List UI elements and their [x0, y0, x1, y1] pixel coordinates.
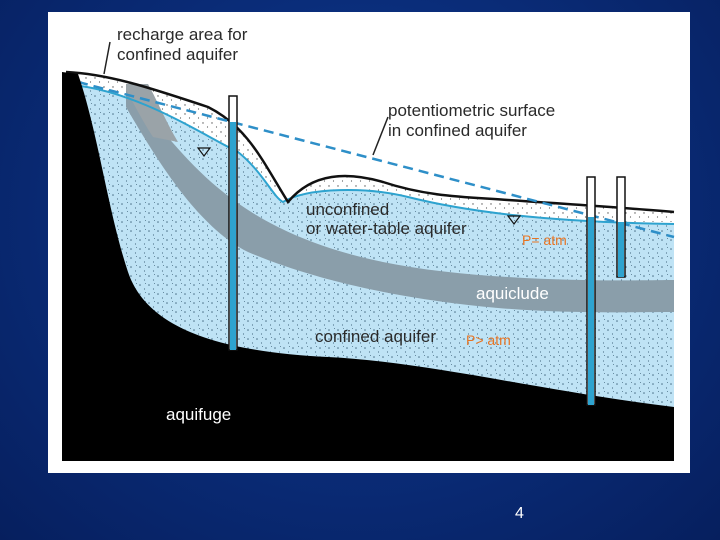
recharge-label-line1: recharge area for: [117, 25, 248, 44]
recharge-leader: [103, 41, 111, 75]
aquifuge-label: aquifuge: [166, 405, 231, 424]
water-level-marker-left: [196, 147, 212, 157]
aquiclude-band: [126, 90, 674, 313]
p-greater-atm-label: P> atm: [466, 332, 511, 348]
potentiometric-label-line2: in confined aquifer: [388, 121, 527, 140]
potentiometric-surface-line: [77, 80, 675, 239]
aquifuge-bedrock: [62, 72, 674, 461]
well-right-water: [588, 217, 594, 405]
aquiclude-label: aquiclude: [476, 284, 549, 303]
p-equal-atm-label: P= atm: [522, 232, 567, 248]
confined-aquifer-label: confined aquifer: [315, 327, 436, 346]
potentiometric-label-line1: potentiometric surface: [388, 101, 555, 120]
water-level-marker-right: [506, 215, 522, 225]
unconfined-label-line2: or water-table aquifer: [306, 219, 467, 238]
aquifer-texture: [66, 85, 674, 412]
page-number: 4: [515, 505, 524, 522]
well-left-water: [230, 122, 236, 350]
aquifer-diagram: recharge area for confined aquifer poten…: [48, 12, 690, 473]
potentiometric-leader: [372, 116, 389, 156]
recharge-label-line2: confined aquifer: [117, 45, 238, 64]
water-table-line: [72, 84, 675, 225]
aquifer-cross-section: recharge area for confined aquifer poten…: [62, 25, 675, 461]
recharge-area: [126, 84, 178, 142]
unconfined-label-line1: unconfined: [306, 200, 389, 219]
well-shallow-water: [618, 222, 624, 277]
ground-surface-line: [65, 70, 675, 214]
